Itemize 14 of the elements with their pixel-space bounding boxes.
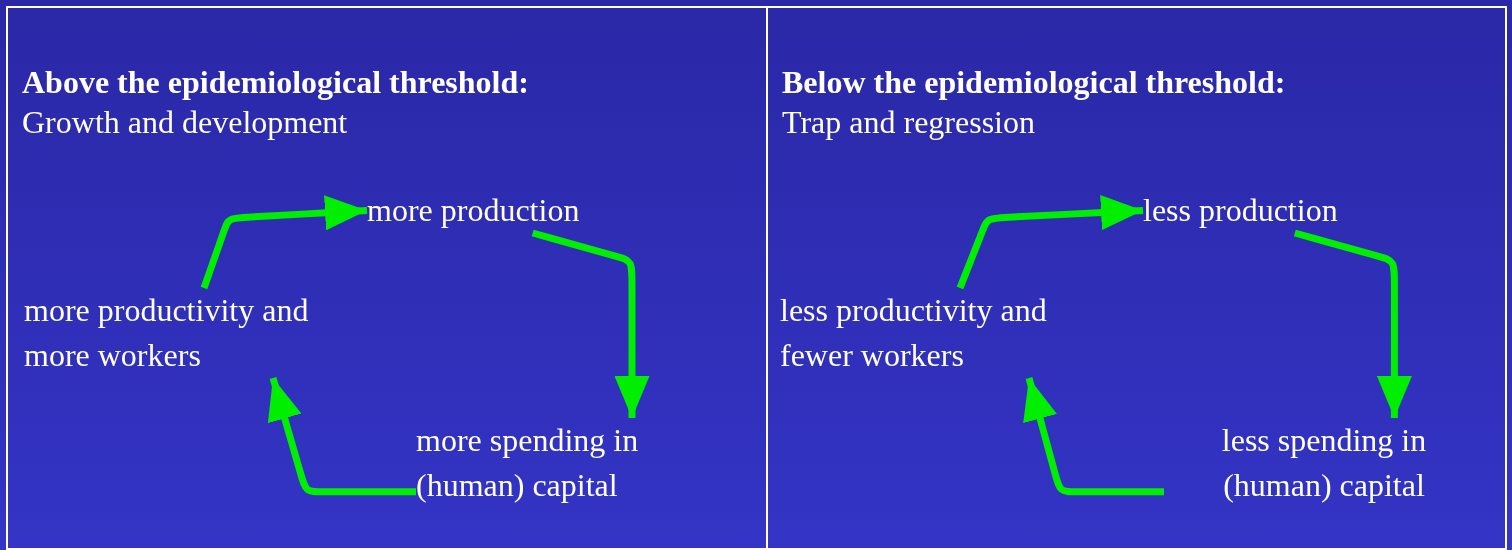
panel-subtitle: Growth and development (22, 103, 348, 142)
cycle-label: more productivity and more workers (24, 288, 324, 378)
panel-subtitle: Trap and regression (782, 103, 1035, 142)
arrow (200, 195, 368, 290)
cycle-label: more production (367, 188, 580, 233)
cycle-label: less production (1143, 188, 1338, 233)
cycle-label: less spending in (human) capital (1164, 418, 1484, 508)
panel-heading: Below the epidemiological threshold: (782, 63, 1286, 102)
arrow (956, 195, 1144, 290)
panel (6, 6, 768, 550)
panel (766, 6, 1507, 550)
cycle-label: more spending in (human) capital (416, 418, 716, 508)
panel-heading: Above the epidemiological threshold: (22, 63, 529, 102)
cycle-label: less productivity and fewer workers (780, 288, 1080, 378)
